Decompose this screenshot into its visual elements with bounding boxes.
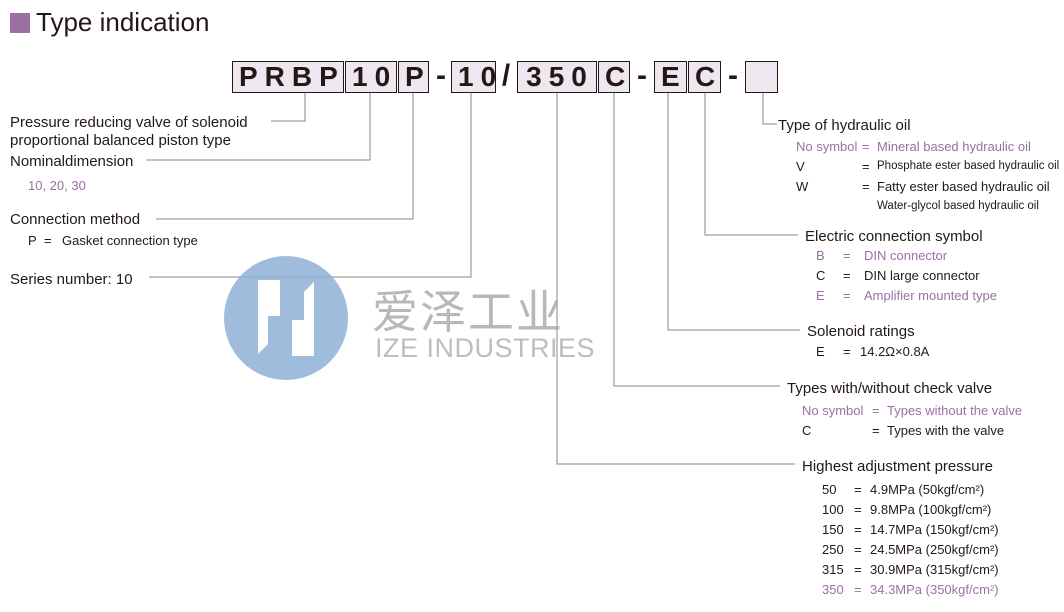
leader-valve-type [271,93,306,122]
pressure-equals: = [854,542,862,557]
page-title: Type indication [36,7,210,37]
check-valve-title: Types with/without check valve [787,380,993,397]
code-box-electric: C [688,61,721,93]
check-valve-equals: = [872,423,880,438]
code-box-check-valve: C [598,61,630,93]
pressure-equals: = [854,502,862,517]
electric-title: Electric connection symbol [805,228,983,245]
solenoid-title: Solenoid ratings [807,323,915,340]
pressure-title: Highest adjustment pressure [802,458,993,475]
code-box-hydraulic-oil [745,61,778,93]
code-separator: - [728,59,738,92]
leader-check-valve [613,93,780,387]
watermark-chinese: 爱泽工业 [372,285,564,339]
code-separator: - [436,59,446,92]
electric-code: E [816,288,825,303]
hydraulic-oil-desc: Phosphate ester based hydraulic oil [877,160,1060,172]
heading-marker [10,13,30,33]
connection-desc: Gasket connection type [62,233,198,248]
leader-electric [704,93,798,236]
code-box-nominal: 10 [345,61,397,93]
pressure-code: 100 [822,502,844,517]
hydraulic-oil-equals: = [862,179,870,194]
pressure-desc: 4.9MPa (50kgf/cm²) [870,482,985,497]
pressure-equals: = [854,482,862,497]
valve-type-line2: proportional balanced piston type [10,132,231,149]
check-valve-code: No symbol [802,403,864,418]
electric-desc: DIN connector [864,248,948,263]
code-box-solenoid: E [654,61,687,93]
hydraulic-oil-code: W [796,179,809,194]
code-box-model: PRBP [232,61,344,93]
connection-title: Connection method [10,211,141,228]
nominal-title: Nominaldimension [10,153,134,170]
leader-nominal [146,93,371,161]
code-separator: / [501,59,511,92]
pressure-code: 50 [822,482,837,497]
solenoid-equals: = [843,344,851,359]
pressure-desc: 9.8MPa (100kgf/cm²) [870,502,992,517]
ize-logo-icon [224,256,348,380]
connection-code: P [28,233,37,248]
pressure-code: 150 [822,522,844,537]
code-box-pressure: 350 [517,61,597,93]
pressure-desc: 34.3MPa (350kgf/cm²) [870,582,999,597]
hydraulic-oil-code: V [796,159,805,174]
electric-code: B [816,248,825,263]
hydraulic-oil-extra: Water-glycol based hydraulic oil [877,200,1039,212]
electric-desc: Amplifier mounted type [864,288,997,303]
watermark-english: IZE INDUSTRIES [375,333,596,363]
hydraulic-oil-desc: Mineral based hydraulic oil [877,139,1031,154]
code-box-series: 10 [451,61,496,93]
check-valve-code: C [802,423,812,438]
hydraulic-oil-title: Type of hydraulic oil [778,117,911,134]
leader-solenoid [667,93,800,331]
check-valve-equals: = [872,403,880,418]
hydraulic-oil-equals: = [862,159,870,174]
leader-hydraulic-oil [762,93,777,125]
leader-connection [156,93,414,220]
code-separator: - [637,59,647,92]
pressure-desc: 14.7MPa (150kgf/cm²) [870,522,999,537]
series-number: Series number: 10 [10,271,133,288]
electric-equals: = [843,268,851,283]
check-valve-desc: Types without the valve [887,403,1023,418]
valve-type-line1: Pressure reducing valve of solenoid [10,114,248,131]
electric-code: C [816,268,826,283]
electric-equals: = [843,288,851,303]
nominal-values: 10, 20, 30 [28,178,86,193]
pressure-code: 250 [822,542,844,557]
hydraulic-oil-code: No symbol [796,139,858,154]
pressure-equals: = [854,562,862,577]
pressure-code: 315 [822,562,844,577]
check-valve-desc: Types with the valve [887,423,1005,438]
hydraulic-oil-desc: Fatty ester based hydraulic oil [877,179,1050,194]
code-box-connection: P [398,61,429,93]
hydraulic-oil-equals: = [862,139,870,154]
connection-equals: = [44,233,52,248]
electric-desc: DIN large connector [864,268,980,283]
pressure-code: 350 [822,582,844,597]
solenoid-code: E [816,344,825,359]
solenoid-desc: 14.2Ω×0.8A [860,344,930,359]
electric-equals: = [843,248,851,263]
pressure-desc: 30.9MPa (315kgf/cm²) [870,562,999,577]
pressure-equals: = [854,582,862,597]
pressure-equals: = [854,522,862,537]
leader-pressure [556,93,795,465]
pressure-desc: 24.5MPa (250kgf/cm²) [870,542,999,557]
